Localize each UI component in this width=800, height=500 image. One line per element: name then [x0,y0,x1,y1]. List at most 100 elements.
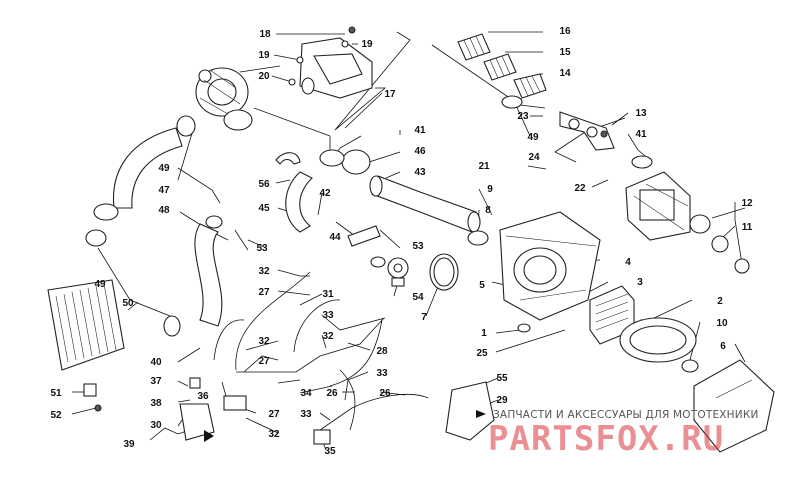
callout-number: 8 [485,205,491,216]
callout-number: 23 [517,111,529,122]
callout-number: 35 [324,446,336,457]
callout-number: 33 [300,409,312,420]
callout-number: 44 [329,232,341,243]
callout-number: 41 [414,125,426,136]
callout-number: 39 [123,439,135,450]
callout-number: 52 [50,410,62,421]
arrow-marker [476,410,486,418]
callout-number: 53 [256,243,268,254]
callout-number: 4 [625,257,631,268]
callout-number: 49 [94,279,106,290]
callout-number: 1 [481,328,487,339]
arrow-marker [204,430,214,442]
throttle-body [625,155,691,241]
callout-number: 46 [414,146,426,157]
callout-number: 27 [258,287,270,298]
callout-number: 2 [717,296,723,307]
callout-number: 27 [258,356,270,367]
callout-number: 26 [326,388,338,399]
watermark-tagline: ЗАПЧАСТИ И АКСЕССУАРЫ ДЛЯ МОТОТЕХНИКИ [493,409,759,421]
callout-number: 27 [268,409,280,420]
callout-number: 25 [476,348,488,359]
clamp-ring [711,235,729,253]
callout-number: 19 [361,39,373,50]
clamp-ring [734,258,750,274]
clamp-small [370,256,386,268]
callout-number: 15 [559,47,571,58]
valve [387,257,409,287]
callout-number: 32 [258,336,270,347]
callout-number: 11 [742,222,753,233]
callout-number: 7 [421,312,427,323]
callout-number: 10 [716,318,728,329]
intake-hose-48 [194,223,223,327]
callout-number: 32 [322,331,334,342]
callout-number: 26 [379,388,391,399]
intercooler [47,279,125,412]
callout-number: 47 [158,185,170,196]
callout-number: 40 [150,357,162,368]
mount-bracket-29 [445,381,495,441]
bellows-set [457,33,547,109]
callout-number: 5 [479,280,485,291]
callout-number: 42 [319,188,331,199]
callout-number: 48 [158,205,170,216]
hose-clamp [275,152,301,165]
hose-clamp [176,115,196,137]
airbox-cover [693,359,775,453]
callout-number: 17 [384,89,396,100]
hose-clamp [93,203,119,221]
intake-resonator [288,26,373,99]
intake-hose [285,171,313,233]
callout-number: 49 [527,132,539,143]
clamp-ring [689,214,711,234]
callout-number: 33 [376,368,388,379]
callout-number: 22 [574,183,586,194]
callout-number: 55 [496,373,508,384]
callout-number: 28 [376,346,388,357]
callout-number: 16 [559,26,571,37]
watermark-logo: PARTSFOX.RU [488,419,724,459]
callout-number: 37 [150,376,162,387]
callout-number: 32 [268,429,280,440]
grommet [681,359,699,373]
intake-hose-47 [112,127,183,209]
callout-number: 9 [487,184,493,195]
watermark: ЗАПЧАСТИ И АКСЕССУАРЫ ДЛЯ МОТОТЕХНИКИ PA… [488,409,759,459]
callout-number: 30 [150,420,162,431]
callout-number: 54 [412,292,424,303]
short-hose [347,225,381,247]
intake-pipe [319,149,489,246]
callout-number: 14 [559,68,571,79]
callout-number: 41 [635,129,647,140]
mount-bracket [559,111,615,151]
callout-number: 32 [258,266,270,277]
callout-number: 56 [258,179,270,190]
hose-clamp [85,229,107,247]
airbox-housing [499,211,601,333]
callout-labels: 1234567891011121314151617181919202122232… [50,26,753,457]
callout-number: 33 [322,310,334,321]
leader-lines [71,31,746,451]
callout-number: 24 [528,152,540,163]
hose-clamp [163,315,181,337]
callout-number: 31 [322,289,334,300]
callout-number: 19 [258,50,270,61]
callout-number: 43 [414,167,426,178]
callout-number: 3 [637,277,643,288]
callout-number: 38 [150,398,162,409]
callout-number: 53 [412,241,424,252]
callout-number: 21 [478,161,490,172]
callout-number: 49 [158,163,170,174]
callout-number: 29 [496,395,508,406]
callout-number: 50 [122,298,134,309]
callout-number: 51 [50,388,62,399]
coolant-hoses [189,271,429,445]
callout-number: 34 [300,388,312,399]
callout-number: 13 [635,108,647,119]
callout-number: 12 [741,198,753,209]
part-illustrations [47,26,775,453]
callout-number: 6 [720,341,726,352]
callout-number: 20 [258,71,270,82]
